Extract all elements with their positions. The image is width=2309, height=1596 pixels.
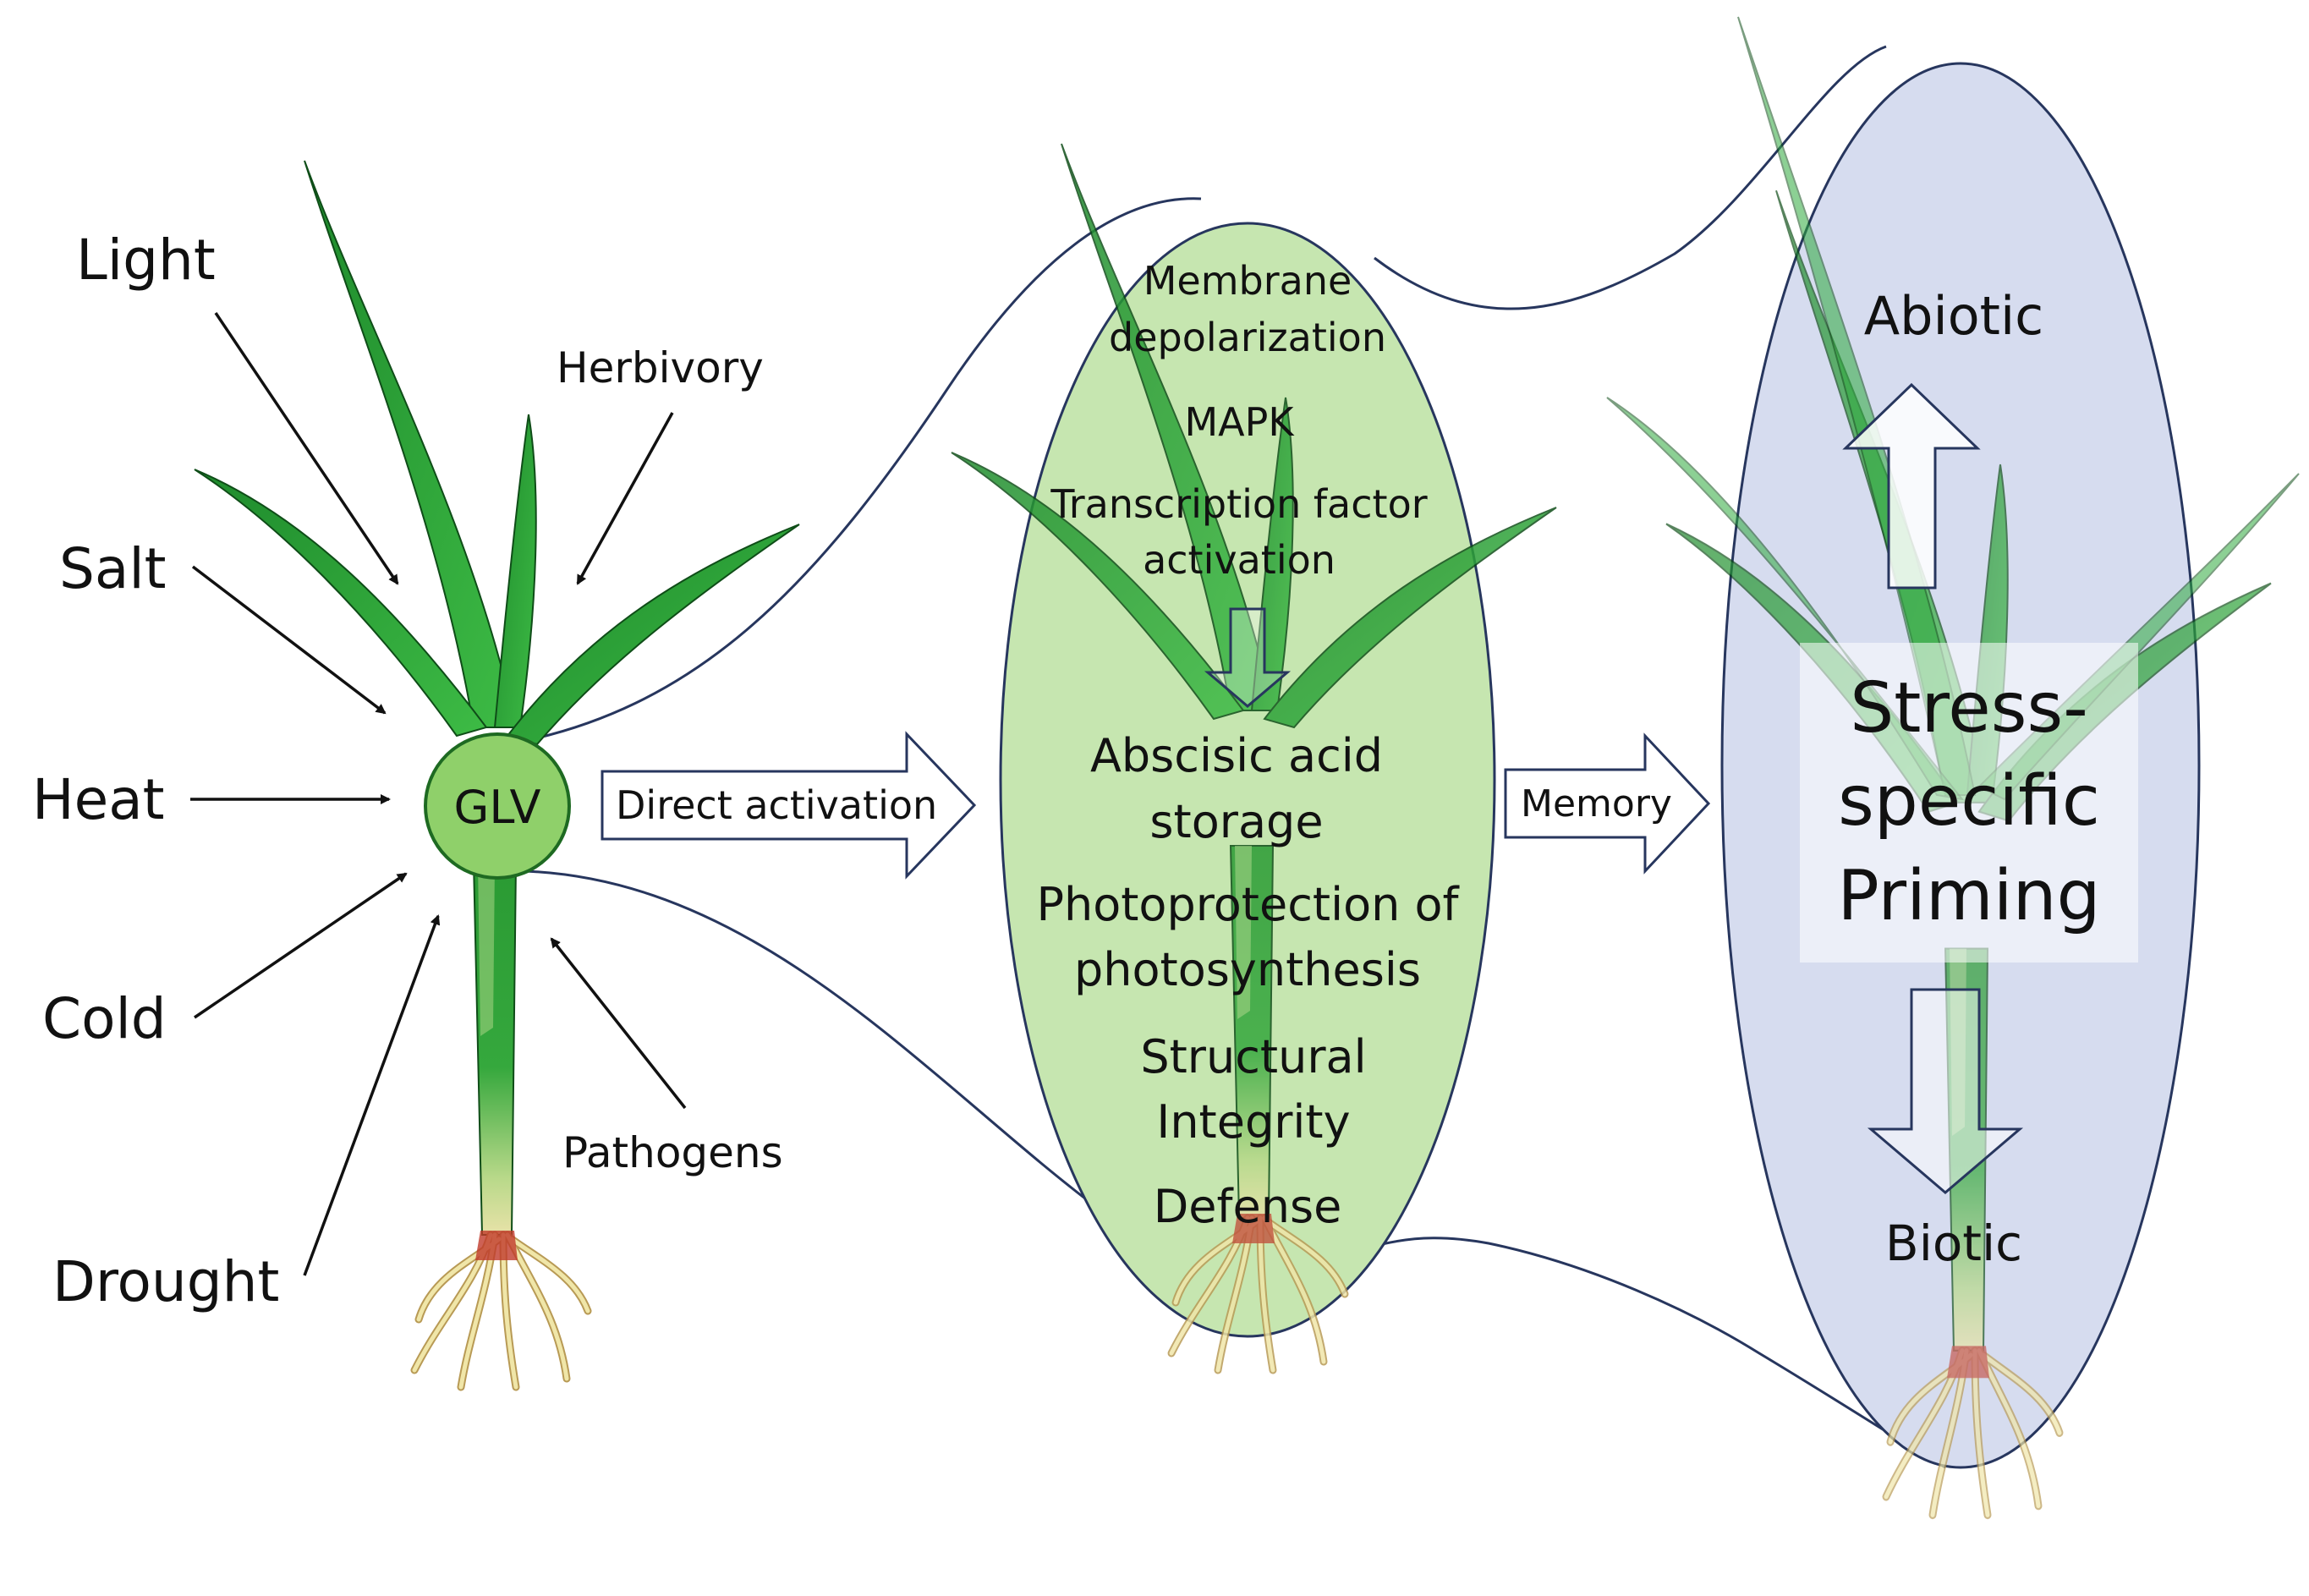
activation-ellipse xyxy=(999,222,1496,1338)
struct-line1: Structural xyxy=(1140,1030,1366,1083)
zoom-connector-top-right xyxy=(1374,45,1887,310)
stressor-herbivory: Herbivory xyxy=(557,343,764,392)
membrane-line2: depolarization xyxy=(1109,315,1386,360)
arrow-herbivory xyxy=(576,412,674,585)
glv-label: GLV xyxy=(454,781,541,834)
mapk-label: MAPK xyxy=(1184,399,1295,445)
priming-title-line3: Priming xyxy=(1837,856,2100,936)
stressor-drought: Drought xyxy=(52,1249,279,1314)
photo-line2: photosynthesis xyxy=(1074,943,1421,996)
priming-text-box xyxy=(1800,643,2138,963)
stressor-heat: Heat xyxy=(32,767,165,832)
glv-node xyxy=(424,732,571,880)
stressor-cold: Cold xyxy=(42,986,167,1051)
stressor-light: Light xyxy=(76,228,216,293)
memory-label: Memory xyxy=(1521,782,1672,825)
tf-line2: activation xyxy=(1143,537,1335,583)
priming-title-line1: Stress- xyxy=(1850,668,2088,749)
down-arrow-biotic xyxy=(1867,988,2024,1194)
abiotic-label: Abiotic xyxy=(1864,285,2044,347)
memory-arrow xyxy=(1504,732,1711,875)
tf-line1: Transcription factor xyxy=(1050,481,1427,527)
arrow-drought xyxy=(303,914,441,1276)
biotic-label: Biotic xyxy=(1885,1215,2022,1272)
membrane-line1: Membrane xyxy=(1144,258,1352,304)
priming-title-line2: specific xyxy=(1838,761,2100,842)
aba-line2: storage xyxy=(1149,795,1323,848)
direct-activation-label: Direct activation xyxy=(616,782,937,828)
up-arrow-abiotic xyxy=(1842,382,1981,590)
arrow-pathogens xyxy=(550,937,687,1110)
stressor-salt: Salt xyxy=(59,536,167,601)
struct-line2: Integrity xyxy=(1156,1095,1350,1149)
photo-line1: Photoprotection of xyxy=(1036,878,1460,931)
direct-activation-arrow xyxy=(601,731,977,880)
arrow-salt xyxy=(191,565,387,715)
aba-line1: Abscisic acid xyxy=(1090,729,1383,782)
defense-label: Defense xyxy=(1154,1180,1342,1233)
stressor-pathogens: Pathogens xyxy=(562,1128,783,1177)
arrow-cold xyxy=(194,872,408,1019)
arrow-light xyxy=(214,312,399,585)
down-arrow-activation xyxy=(1204,607,1292,708)
zoom-connector-top-left xyxy=(507,197,1202,746)
